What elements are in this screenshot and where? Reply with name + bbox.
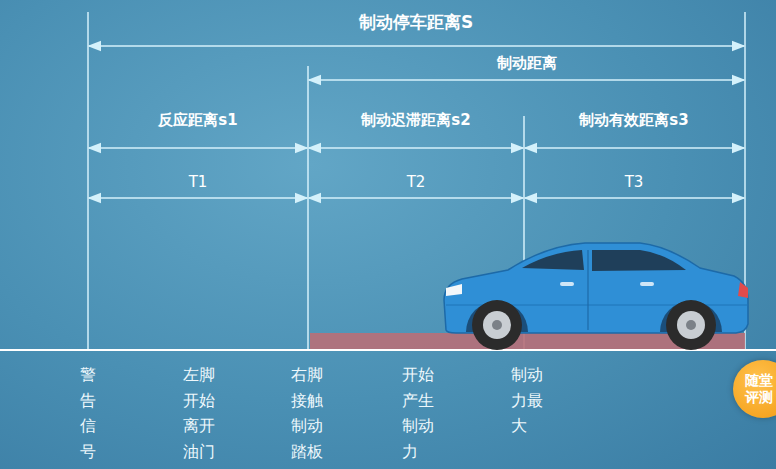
event-note: 左脚开始离开油门 <box>183 362 215 464</box>
event-note: 右脚接触制动踏板 <box>291 362 323 464</box>
car-illustration <box>444 243 748 350</box>
quiz-button: 随堂评测 <box>733 360 776 418</box>
total-distance-label: 制动停车距离S <box>359 12 473 32</box>
braking-distance-label: 制动距离 <box>497 54 557 72</box>
event-note: 制动力最大 <box>511 362 543 439</box>
segment-label: 制动迟滞距离s2 <box>361 111 470 129</box>
event-note: 开始产生制动力 <box>402 362 434 464</box>
button-text: 随堂评测 <box>745 372 773 407</box>
segment-label: 制动有效距离s3 <box>579 111 688 129</box>
time-label: T2 <box>407 173 426 191</box>
segment-label: 反应距离s1 <box>158 111 237 129</box>
time-label: T3 <box>625 173 644 191</box>
dimension-arrows <box>89 46 744 198</box>
time-label: T1 <box>189 173 208 191</box>
ground-line <box>0 349 776 351</box>
event-note: 警告信号 <box>80 362 96 464</box>
